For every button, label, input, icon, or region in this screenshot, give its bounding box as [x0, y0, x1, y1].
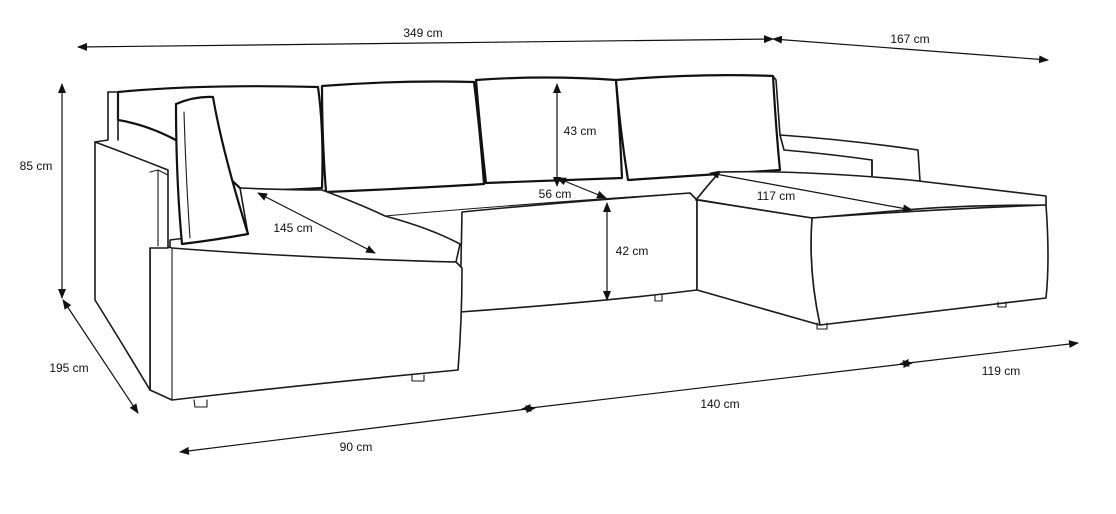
- side-pillow: [174, 95, 250, 246]
- label-seat-height: 42 cm: [616, 244, 649, 258]
- label-total-width: 349 cm: [403, 26, 442, 40]
- label-left-depth: 195 cm: [49, 361, 88, 375]
- label-height: 85 cm: [20, 159, 53, 173]
- label-seat-depth: 56 cm: [539, 187, 572, 201]
- back-cushion-2: [320, 80, 486, 194]
- dimension-lines: [58, 35, 1079, 455]
- label-right-depth: 167 cm: [890, 32, 929, 46]
- sofa-drawing: [94, 74, 1049, 408]
- middle-seat-base: [459, 192, 698, 313]
- right-chaise-front: [810, 204, 1049, 326]
- label-right-chaise-length: 117 cm: [757, 189, 795, 203]
- right-chaise-side: [696, 199, 821, 326]
- label-left-width: 90 cm: [340, 440, 373, 454]
- label-middle-width: 140 cm: [700, 397, 739, 411]
- label-right-width: 119 cm: [982, 364, 1020, 378]
- label-back-cushion-height: 43 cm: [564, 124, 597, 138]
- label-left-chaise-length: 145 cm: [273, 221, 312, 235]
- left-chaise-front: [149, 245, 463, 401]
- back-cushion-3: [474, 76, 624, 185]
- back-cushion-4: [614, 74, 782, 182]
